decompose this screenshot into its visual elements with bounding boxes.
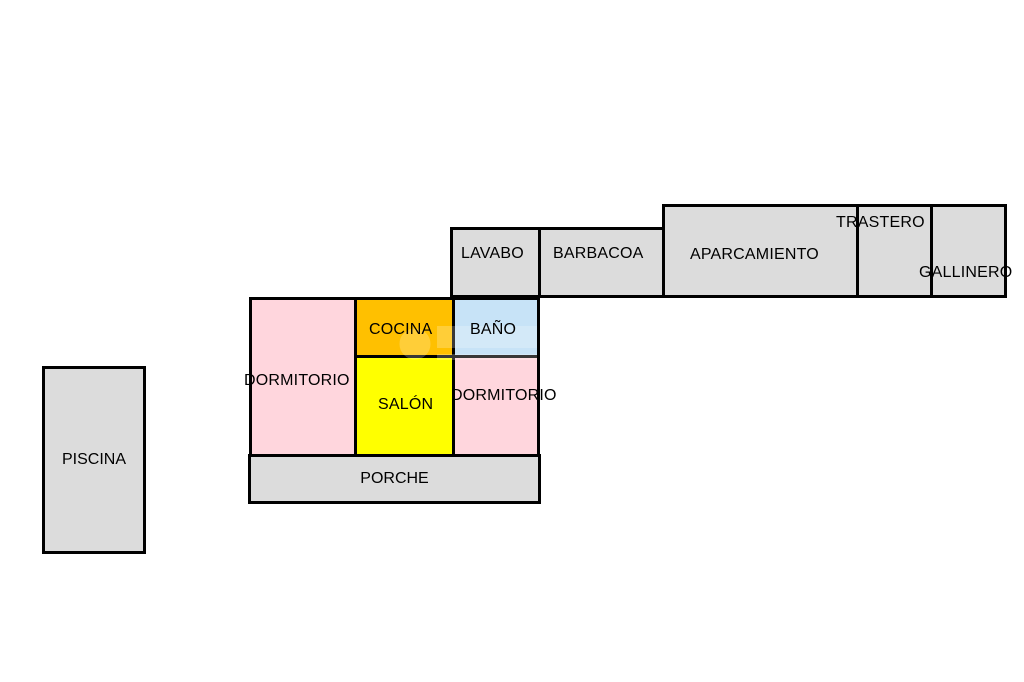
room-trastero <box>856 204 934 298</box>
room-dormitorio-right <box>452 355 540 457</box>
room-piscina: PISCINA <box>42 366 146 554</box>
room-label-barbacoa: BARBACOA <box>553 245 644 262</box>
room-label-dormitorio-right: DORMITORIO <box>451 387 557 404</box>
room-porche: PORCHE <box>248 454 541 504</box>
room-bano <box>452 297 540 358</box>
room-gallinero <box>930 204 1007 298</box>
room-label-lavabo: LAVABO <box>461 245 524 262</box>
room-cocina <box>354 297 455 358</box>
room-label-trastero: TRASTERO <box>836 214 925 231</box>
room-lavabo <box>450 227 541 298</box>
room-label-cocina: COCINA <box>369 321 433 338</box>
room-label-aparcamiento: APARCAMIENTO <box>690 246 819 263</box>
room-barbacoa <box>538 227 666 298</box>
room-label-bano: BAÑO <box>470 321 517 338</box>
room-label-porche: PORCHE <box>360 470 429 487</box>
room-aparcamiento <box>662 204 860 298</box>
room-label-gallinero: GALLINERO <box>919 264 1013 281</box>
room-label-dormitorio-left: DORMITORIO <box>244 372 350 389</box>
room-label-salon: SALÓN <box>378 396 434 413</box>
room-label-piscina: PISCINA <box>61 451 126 468</box>
room-dormitorio-left <box>249 297 357 457</box>
